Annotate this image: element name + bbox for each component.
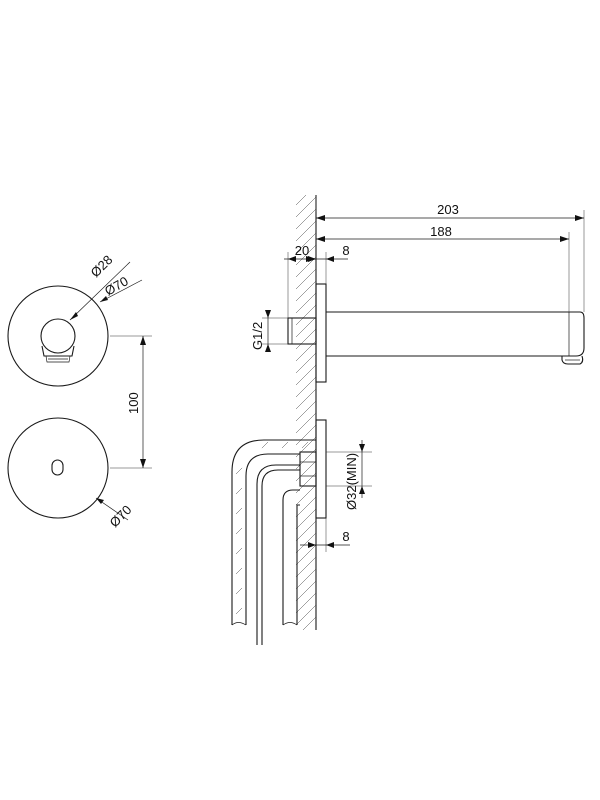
outlet-plate-circle <box>7 285 109 387</box>
wall-offset-label: 20 <box>295 243 309 258</box>
center-distance-label: 100 <box>126 392 141 414</box>
sensor-body <box>299 451 317 487</box>
dim-8-bottom <box>300 518 350 552</box>
g12-connector <box>287 317 317 345</box>
dim-188 <box>316 232 570 312</box>
plate-thickness-top-label: 8 <box>342 243 349 258</box>
dim-20-8-top <box>284 252 348 318</box>
sensor-wall-plate <box>315 419 327 519</box>
sensor-window <box>51 459 64 476</box>
conduit-pipes <box>231 439 316 645</box>
sensor-plate-circle <box>7 417 109 519</box>
wall-section <box>296 195 317 630</box>
spout-aerator <box>561 355 584 365</box>
nozzle-outline <box>41 345 75 357</box>
center-distance-dimension <box>110 335 152 469</box>
sensor-plate-front-view <box>7 417 129 521</box>
conduit-diameter-label: Ø32(MIN) <box>344 453 359 510</box>
spout-assembly <box>287 283 585 383</box>
total-projection-label: 203 <box>437 202 459 217</box>
sensor-plate-diameter-label: Ø70 <box>107 502 135 530</box>
spout-projection-label: 188 <box>430 224 452 239</box>
outlet-plate-diameter-label: Ø70 <box>102 273 131 298</box>
thread-size-label: G1/2 <box>250 322 265 350</box>
sensor-assembly <box>299 419 327 519</box>
spout-wall-plate <box>315 283 327 383</box>
outlet-bore-circle <box>40 318 76 354</box>
outlet-bore-diameter-label: Ø28 <box>88 252 116 280</box>
plate-thickness-bottom-label: 8 <box>342 529 349 544</box>
dim-conduit <box>326 440 372 498</box>
dim-203 <box>315 195 585 312</box>
dim-g12 <box>262 310 288 352</box>
outlet-plate-front-view <box>7 261 143 387</box>
spout-body <box>326 311 585 357</box>
